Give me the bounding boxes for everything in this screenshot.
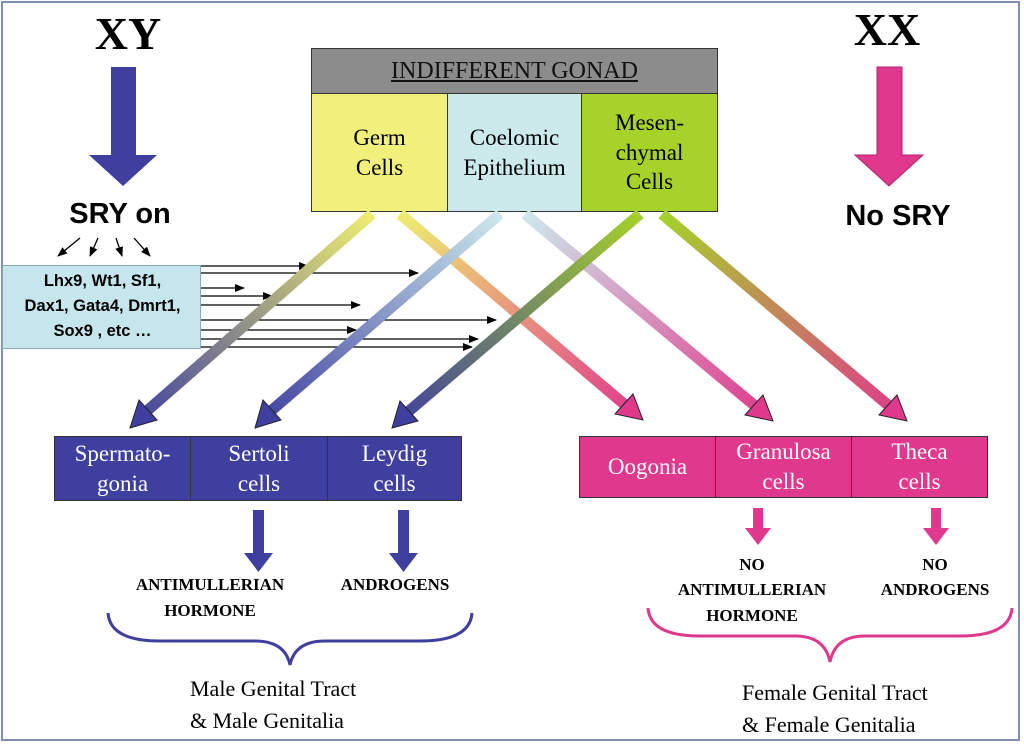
female-brace [646,607,1014,663]
granulosa-down-arrow [745,508,771,545]
male-outcome-line-1: Male Genital Tract [190,676,357,701]
male-androgens-label: ANDROGENS [340,575,450,594]
female-no-amh-line-1: NO [739,555,765,574]
gonad-header: INDIFFERENT GONAD [311,48,718,94]
xx-label: XX [853,4,921,55]
no-sry-label: No SRY [845,200,951,232]
leydig-cells-box: Leydig cells [327,436,462,501]
mesenchymal-cells-box: Mesen- chymal Cells [581,93,718,212]
xy-label: XY [94,8,162,59]
sertoli-cells-box: Sertoli cells [190,436,328,501]
gene-line-3: Sox9 , etc … [53,322,152,340]
theca-cells-box: Theca cells [851,436,988,498]
sertoli-down-arrow [244,510,273,572]
male-amh-line-1: ANTIMULLERIAN [135,575,285,594]
xx-down-arrow [853,66,925,187]
sry-on-label: SRY on [69,198,171,230]
theca-down-arrow [923,508,949,545]
coelomic-epithelium-box: Coelomic Epithelium [447,93,582,212]
spermatogonia-box: Spermato- gonia [54,436,191,501]
male-outcome-line-2: & Male Genitalia [190,708,344,733]
female-no-androgens-line-1: NO [922,555,948,574]
gene-list-box: Lhx9, Wt1, Sf1, Dax1, Gata4, Dmrt1, Sox9… [2,265,201,349]
female-outcome-line-2: & Female Genitalia [742,712,916,737]
female-no-amh-line-3: HORMONE [706,606,798,625]
xy-down-arrow [89,67,157,186]
female-no-amh-line-2: ANTIMULLERIAN [677,580,827,599]
female-outcome-line-1: Female Genital Tract [742,680,928,705]
oogonia-box: Oogonia [579,436,716,498]
granulosa-cells-box: Granulosa cells [715,436,852,498]
leydig-down-arrow [389,510,418,572]
gonad-header-text: INDIFFERENT GONAD [391,57,638,84]
gene-line-1: Lhx9, Wt1, Sf1, [43,272,162,290]
gene-line-2: Dax1, Gata4, Dmrt1, [24,297,181,315]
female-no-androgens-line-2: ANDROGENS [880,580,990,599]
male-brace [106,612,474,666]
germ-cells-box: Germ Cells [311,93,448,212]
male-amh-line-2: HORMONE [164,601,256,620]
